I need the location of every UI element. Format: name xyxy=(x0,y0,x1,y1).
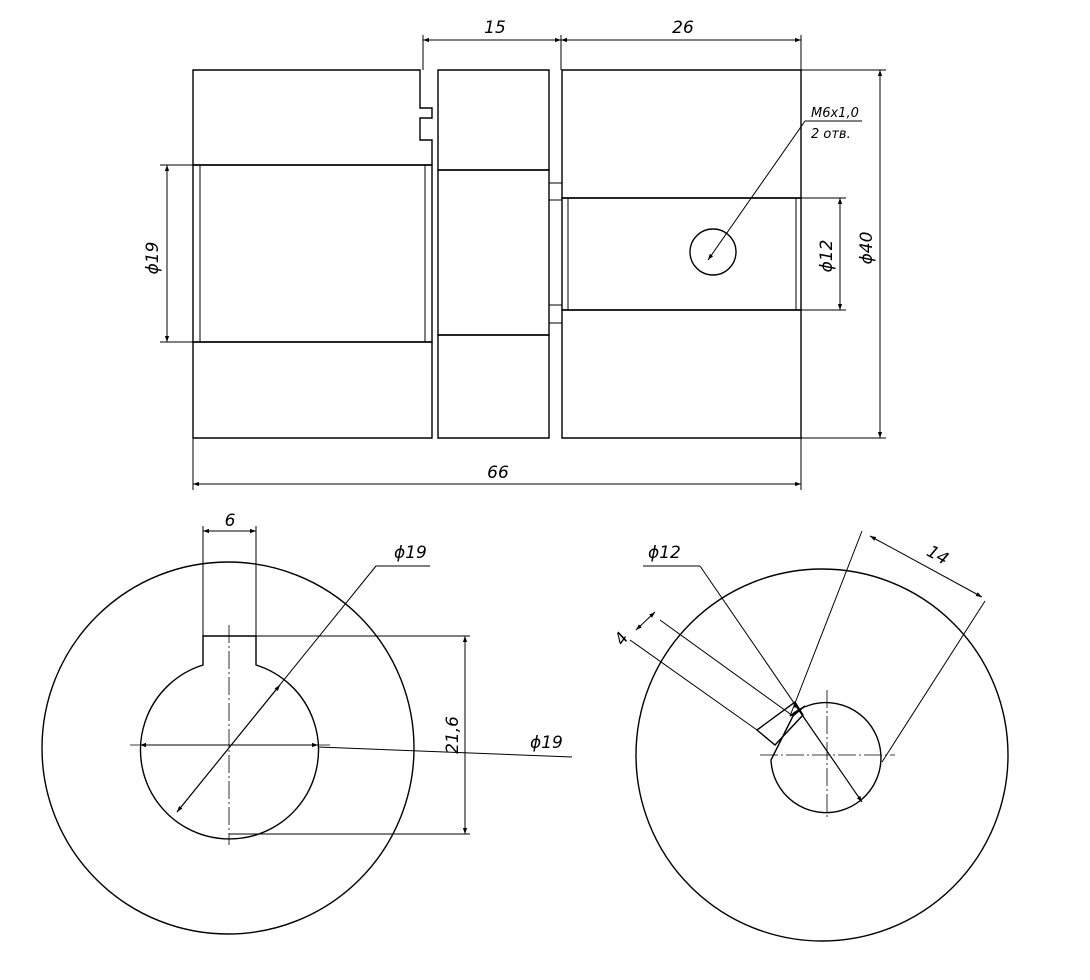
dim-6-label: 6 xyxy=(225,511,236,531)
thread-size-label: M6x1,0 xyxy=(811,106,859,121)
right-part-lower-hatch xyxy=(561,309,802,439)
right-bore xyxy=(561,197,802,311)
threaded-hole xyxy=(689,228,737,276)
dia12-label: ϕ12 xyxy=(648,543,681,563)
left-bore xyxy=(192,164,433,343)
dim-21-6-label: 21,6 xyxy=(443,716,463,754)
middle-bore xyxy=(437,169,550,336)
left-part-lower-hatch xyxy=(192,341,433,439)
dia19-horizontal-label: ϕ19 xyxy=(530,733,563,753)
left-part-upper-hatch xyxy=(192,69,433,166)
end-view-right: ϕ12 4 14 xyxy=(611,530,1009,942)
dim-4-label: 4 xyxy=(611,629,634,650)
left-disc-hatch xyxy=(41,561,415,935)
dim-66-label: 66 xyxy=(487,463,509,483)
middle-part-upper-hatch xyxy=(437,69,550,171)
dim-dia40-label: ϕ40 xyxy=(857,232,877,265)
dim-26-label: 26 xyxy=(672,18,694,38)
dim-dia19-label: ϕ19 xyxy=(143,242,163,275)
middle-part-lower-hatch xyxy=(437,334,550,439)
thread-qty-label: 2 отв. xyxy=(811,127,851,142)
end-view-left: 6 21,6 ϕ19 ϕ19 xyxy=(41,511,573,935)
dim-15-label: 15 xyxy=(484,18,506,38)
dim-dia12-label: ϕ12 xyxy=(817,240,837,273)
section-view: 15 26 ϕ19 ϕ12 ϕ40 66 M6x1,0 2 отв. xyxy=(143,18,886,490)
dia19-upper-label: ϕ19 xyxy=(394,543,427,563)
dim-14-label: 14 xyxy=(923,542,952,570)
